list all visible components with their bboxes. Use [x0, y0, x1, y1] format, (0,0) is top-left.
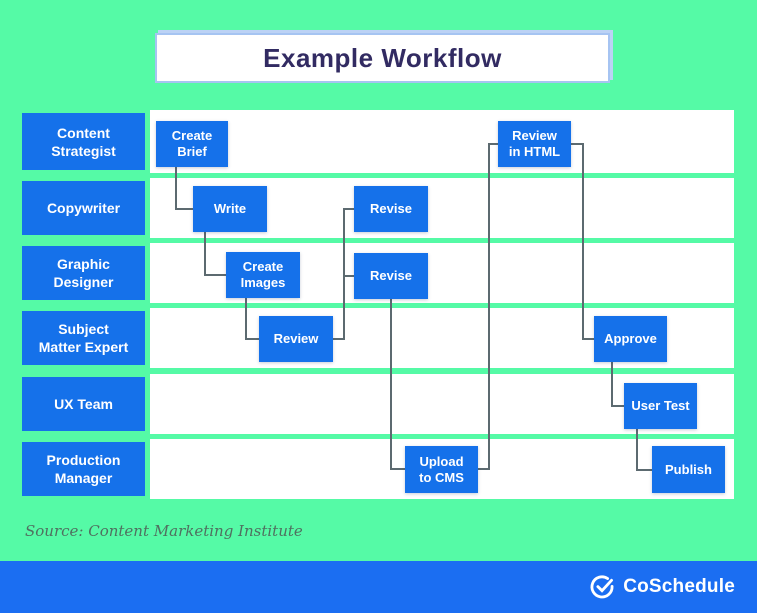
task-revise-copywriter: Revise [354, 186, 428, 232]
connector-write-to-create-images [204, 232, 227, 276]
connector-user-test-to-publish [636, 429, 653, 471]
connector-upload-to-cms-to-review-in-html [478, 143, 499, 470]
role-copywriter: Copywriter [22, 181, 145, 235]
lane-content-strategist [150, 110, 734, 173]
page-title: Example Workflow [263, 42, 502, 73]
role-subject-matter-expert: Subject Matter Expert [22, 311, 145, 365]
title-box: Example Workflow [155, 33, 610, 83]
task-write: Write [193, 186, 267, 232]
task-approve: Approve [594, 316, 667, 362]
role-production-manager: Production Manager [22, 442, 145, 496]
task-review: Review [259, 316, 333, 362]
task-publish: Publish [652, 446, 725, 493]
task-upload-to-cms: Upload to CMS [405, 446, 478, 493]
task-user-test: User Test [624, 383, 697, 429]
connector-revise-graphic-designer--to-upload-to-cms [390, 299, 406, 470]
connector-approve-to-user-test [611, 362, 625, 407]
connector-review-to-revise-copywriter- [333, 208, 355, 340]
connector-create-brief-to-write [175, 167, 194, 210]
connector-create-images-to-review [245, 298, 260, 340]
source-attribution: Source: Content Marketing Institute [25, 522, 303, 540]
role-content-strategist: Content Strategist [22, 113, 145, 170]
role-ux-team: UX Team [22, 377, 145, 431]
connector-review-in-html-to-approve [571, 143, 595, 340]
coschedule-logo-icon [589, 574, 615, 600]
task-review-in-html: Review in HTML [498, 121, 571, 167]
task-create-brief: Create Brief [156, 121, 228, 167]
footer-bar: CoSchedule [0, 561, 757, 613]
role-graphic-designer: Graphic Designer [22, 246, 145, 300]
brand-name: CoSchedule [623, 576, 735, 597]
task-revise-graphic-designer: Revise [354, 253, 428, 299]
task-create-images: Create Images [226, 252, 300, 298]
